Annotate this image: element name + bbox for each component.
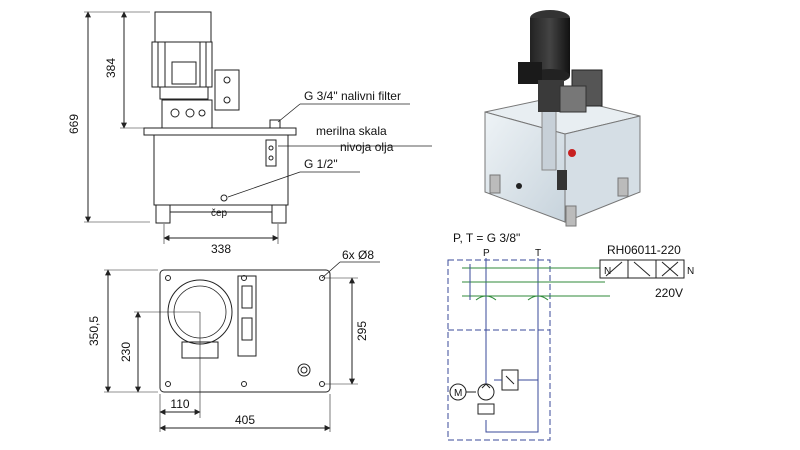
valve-box-right [655, 259, 685, 279]
callout-plug: čep [211, 208, 228, 219]
motor-label: M [454, 388, 462, 399]
dim-width-total: 405 [235, 413, 255, 427]
callout-filler: G 3/4" nalivni filter [304, 89, 401, 103]
valve-n-left: N [604, 266, 611, 277]
valve-stack-top [237, 275, 257, 357]
port-t-label: T [535, 248, 541, 259]
motor-body [151, 41, 213, 88]
pump-symbol [477, 383, 495, 401]
side-view [84, 11, 432, 244]
top-view [104, 261, 380, 432]
dim-depth-inner: 230 [119, 342, 133, 362]
unit-boundary [447, 259, 551, 441]
dim-depth-total: 350,5 [87, 316, 101, 346]
callout-port: G 1/2" [304, 157, 338, 171]
terminal-box [171, 61, 197, 85]
hydraulic-schematic [447, 258, 685, 441]
ports-note: P, T = G 3/8" [453, 231, 520, 245]
valve-n-right: N [687, 266, 694, 277]
foot-left [155, 204, 171, 224]
voltage: 220V [655, 286, 683, 300]
tank-cover [143, 127, 297, 136]
drain-plug [220, 194, 228, 202]
base-plate [159, 269, 331, 393]
foot-right [271, 204, 287, 224]
render-3d [484, 10, 641, 227]
motor-fan-cover [154, 11, 212, 43]
motor-flange [159, 86, 209, 100]
filler-cap [269, 119, 281, 129]
dim-width-base: 338 [211, 242, 231, 256]
valve-code: RH06011-220 [607, 243, 681, 257]
valve-block [214, 69, 240, 111]
port-p-label: P [483, 248, 490, 259]
dim-height-motor: 384 [104, 58, 118, 78]
filler-top [297, 363, 311, 377]
dim-offset-x: 110 [170, 397, 189, 411]
level-gauge [265, 139, 277, 167]
dim-hole-pitch: 295 [355, 321, 369, 341]
callout-gauge-line2: nivoja olja [340, 140, 394, 154]
dim-height-total: 669 [67, 114, 81, 134]
callout-gauge-line1: merilna skala [316, 124, 387, 138]
tank-body [153, 134, 289, 206]
dim-holes: 6x Ø8 [342, 248, 374, 262]
